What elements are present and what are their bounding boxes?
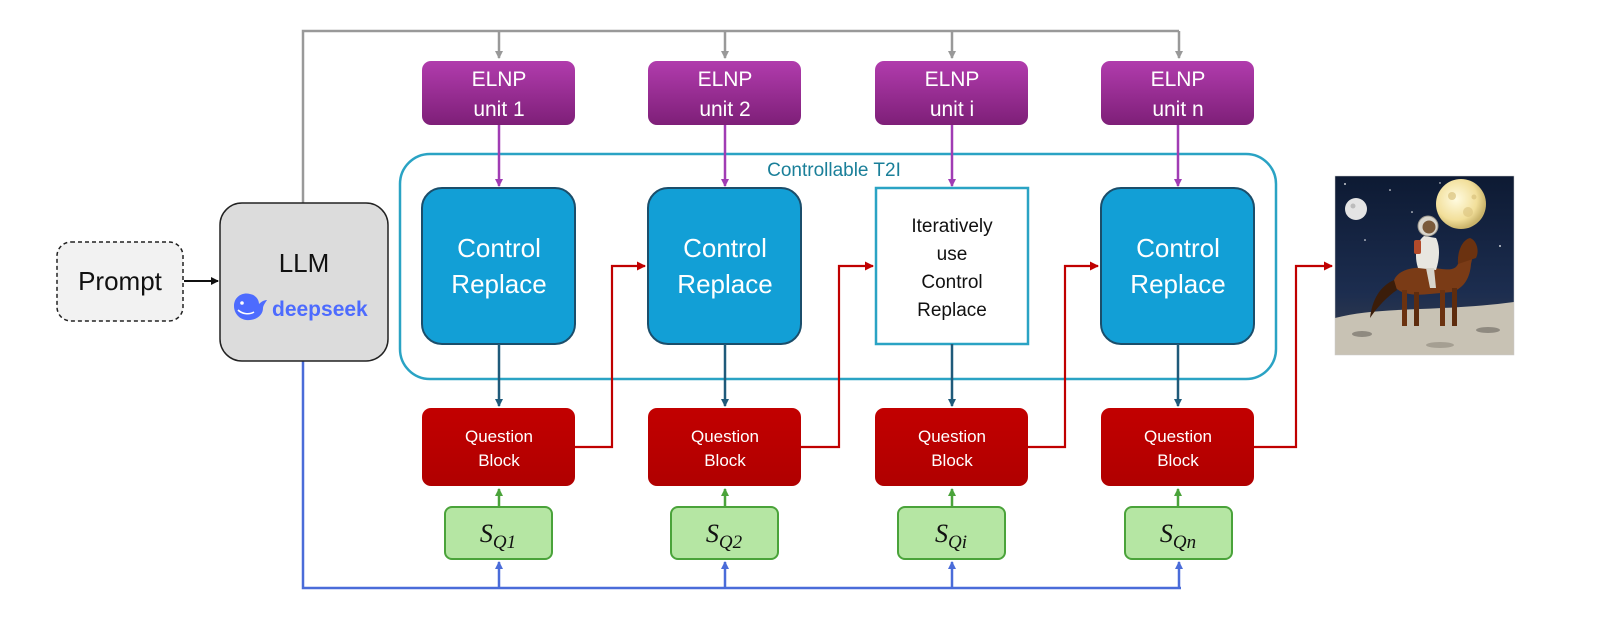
elnp-unit-n-line2: unit n	[1152, 98, 1203, 121]
control-replace-1: Control Replace	[421, 187, 576, 345]
question-block-1-line1: Question	[465, 427, 533, 446]
elnp-unit-2-line1: ELNP	[698, 68, 753, 91]
pipeline-column-1: ELNP unit 1 Control Replace Question Blo…	[421, 61, 576, 560]
question-block-i-line1: Question	[918, 427, 986, 446]
elnp-unit-1-line1: ELNP	[472, 68, 527, 91]
llm-node: LLM deepseek	[219, 202, 389, 362]
elnp-unit-n: ELNP unit n	[1101, 61, 1254, 125]
elnp-unit-n-line1: ELNP	[1151, 68, 1206, 91]
svg-text:SQ2: SQ2	[706, 519, 743, 553]
llm-label: LLM	[279, 248, 330, 278]
score-i-sub: Qi	[948, 532, 967, 553]
score-n-sub: Qn	[1173, 532, 1196, 553]
svg-text:SQ1: SQ1	[480, 519, 516, 553]
score-n-base: S	[1160, 519, 1173, 548]
control-replace-1-line1: Control	[457, 233, 541, 263]
question-block-i-line2: Block	[931, 451, 973, 470]
score-1-base: S	[480, 519, 493, 548]
prompt-label: Prompt	[78, 266, 163, 296]
pipeline-column-i: ELNP unit i Iteratively use Control Repl…	[874, 61, 1030, 560]
question-block-2-line2: Block	[704, 451, 746, 470]
iterative-line1: Iteratively	[911, 216, 993, 237]
iterative-control-replace: Iteratively use Control Replace	[874, 186, 1030, 346]
question-block-n-line2: Block	[1157, 451, 1199, 470]
elnp-unit-1-line2: unit 1	[473, 98, 524, 121]
score-box-n: SQn	[1124, 506, 1233, 560]
control-replace-n-line2: Replace	[1130, 269, 1225, 299]
svg-text:SQn: SQn	[1160, 519, 1196, 553]
control-replace-2: Control Replace	[647, 187, 802, 345]
whale-icon	[234, 293, 267, 321]
score-box-2: SQ2	[670, 506, 779, 560]
iterative-line2: use	[937, 244, 968, 265]
group-label: Controllable T2I	[767, 160, 901, 181]
astronaut-monkey-riding-horse-on-moon-image	[1335, 176, 1514, 355]
control-replace-n-line1: Control	[1136, 233, 1220, 263]
control-replace-2-line1: Control	[683, 233, 767, 263]
iterative-line4: Replace	[917, 300, 987, 321]
elnp-unit-i-line1: ELNP	[925, 68, 980, 91]
elnp-unit-i-line2: unit i	[930, 98, 974, 121]
score-box-i: SQi	[897, 506, 1006, 560]
score-2-sub: Q2	[719, 532, 743, 553]
elnp-unit-1: ELNP unit 1	[422, 61, 575, 125]
llm-to-score-connectors	[301, 361, 1183, 590]
score-i-base: S	[935, 519, 948, 548]
elnp-unit-2: ELNP unit 2	[648, 61, 801, 125]
score-2-base: S	[706, 519, 719, 548]
pipeline-column-2: ELNP unit 2 Control Replace Question Blo…	[647, 61, 802, 560]
question-block-i: Question Block	[875, 408, 1028, 486]
question-block-1-line2: Block	[478, 451, 520, 470]
llm-to-elnp-connectors	[301, 29, 1183, 203]
question-block-1: Question Block	[422, 408, 575, 486]
control-replace-1-line2: Replace	[451, 269, 546, 299]
question-block-2: Question Block	[648, 408, 801, 486]
question-block-n-line1: Question	[1144, 427, 1212, 446]
score-1-sub: Q1	[493, 532, 516, 553]
control-replace-2-line2: Replace	[677, 269, 772, 299]
prompt-node: Prompt	[56, 241, 184, 322]
score-box-1: SQ1	[444, 506, 553, 560]
iterative-line3: Control	[921, 272, 982, 293]
elnp-unit-2-line2: unit 2	[699, 98, 750, 121]
question-to-next-control-arrows	[575, 261, 1333, 449]
question-block-2-line1: Question	[691, 427, 759, 446]
question-block-n: Question Block	[1101, 408, 1254, 486]
deepseek-logo-text: deepseek	[272, 298, 368, 321]
pipeline-column-n: ELNP unit n Control Replace Question Blo…	[1100, 61, 1255, 560]
control-replace-n: Control Replace	[1100, 187, 1255, 345]
elnp-unit-i: ELNP unit i	[875, 61, 1028, 125]
svg-text:SQi: SQi	[935, 519, 967, 553]
